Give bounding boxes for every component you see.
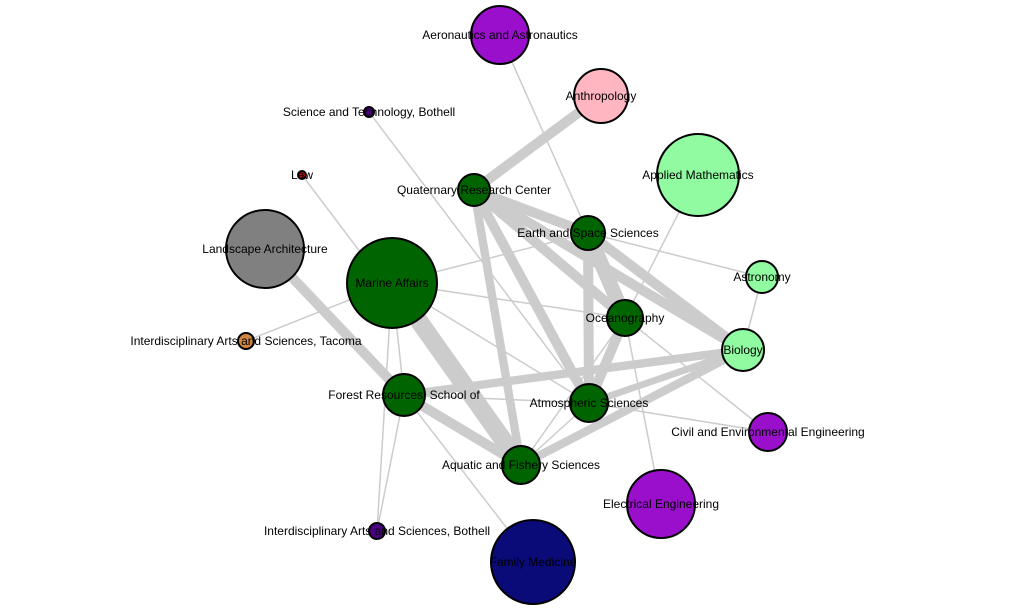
node-label-bio: Biology [723, 343, 762, 357]
node-label-forest: Forest Resources, School of [328, 388, 480, 402]
node-label-family: Family Medicine [490, 555, 577, 569]
node-marine[interactable] [346, 237, 438, 329]
node-civil[interactable] [748, 412, 788, 452]
node-aero[interactable] [470, 5, 530, 65]
edge-atmos-bio [587, 346, 745, 407]
node-label-iast: Interdisciplinary Arts and Sciences, Tac… [130, 334, 362, 348]
node-label-anthro: Anthropology [566, 89, 637, 103]
node-bio[interactable] [721, 328, 765, 372]
edge-ess-astro [587, 232, 763, 278]
node-forest[interactable] [382, 373, 426, 417]
node-label-law: Law [291, 168, 313, 182]
node-qrc[interactable] [457, 173, 491, 207]
node-anthro[interactable] [573, 68, 629, 124]
node-iasb[interactable] [368, 522, 386, 540]
node-label-landscape: Landscape Architecture [202, 242, 328, 256]
edge-forest-atmos [403, 394, 590, 404]
edge-scitech-atmos [368, 111, 590, 404]
edge-ess-bio [584, 229, 747, 354]
edge-forest-iasb [376, 394, 405, 532]
node-label-iasb: Interdisciplinary Arts and Sciences, Bot… [264, 524, 490, 538]
node-family[interactable] [490, 519, 576, 605]
node-label-aquatic: Aquatic and Fishery Sciences [442, 458, 600, 472]
node-label-civil: Civil and Environmental Engineering [671, 425, 864, 439]
node-ess[interactable] [570, 215, 606, 251]
node-label-ocean: Oceanography [586, 311, 665, 325]
edge-forest-aquatic [401, 390, 524, 470]
node-label-ess: Earth and Space Sciences [517, 226, 658, 240]
node-label-astro: Astronomy [733, 270, 790, 284]
label-layer: Aeronautics and AstronauticsAnthropology… [130, 28, 864, 569]
edge-aero-ess [499, 34, 589, 234]
edge-forest-bio [403, 345, 744, 400]
edge-aquatic-bio [519, 346, 745, 469]
node-iast[interactable] [237, 332, 255, 350]
node-electrical[interactable] [626, 469, 696, 539]
node-law[interactable] [297, 170, 307, 180]
edge-qrc-atmos [469, 187, 594, 406]
node-label-marine: Marine Affairs [355, 276, 428, 290]
node-ocean[interactable] [606, 299, 644, 337]
node-atmos[interactable] [569, 383, 609, 423]
node-label-qrc: Quaternary Research Center [397, 183, 551, 197]
node-label-electrical: Electrical Engineering [603, 497, 719, 511]
node-label-aero: Aeronautics and Astronautics [422, 28, 577, 42]
node-layer [225, 5, 788, 605]
node-landscape[interactable] [225, 209, 305, 289]
node-applied[interactable] [656, 133, 740, 217]
edge-atmos-civil [588, 402, 769, 433]
node-astro[interactable] [745, 260, 779, 294]
edge-ocean-civil [624, 317, 769, 433]
edge-qrc-ocean [470, 186, 629, 322]
edge-qrc-aquatic [469, 189, 526, 466]
node-label-applied: Applied Mathematics [642, 168, 753, 182]
node-aquatic[interactable] [501, 445, 541, 485]
node-label-scitech: Science and Technology, Bothell [283, 105, 455, 119]
node-label-atmos: Atmospheric Sciences [530, 396, 649, 410]
node-scitech[interactable] [363, 106, 375, 118]
